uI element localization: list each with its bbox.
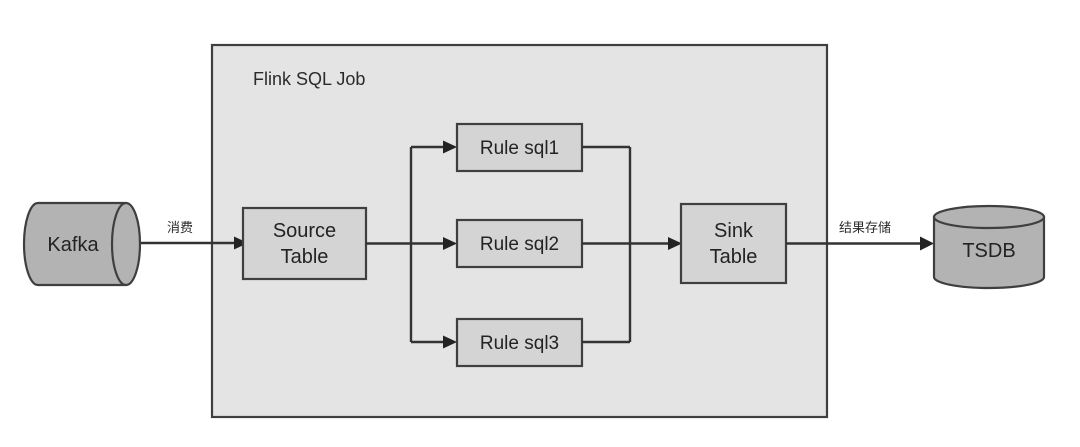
node-sink-table-label-line1: Sink bbox=[714, 220, 754, 242]
node-sink-table-label-line2: Table bbox=[710, 246, 758, 268]
flink-sql-job-label: Flink SQL Job bbox=[253, 69, 365, 89]
node-source-table[interactable]: Source Table bbox=[241, 206, 368, 281]
edge-source-to-rule3-arrowhead bbox=[443, 335, 457, 349]
edge-sink-to-tsdb-arrowhead bbox=[920, 236, 934, 251]
edge-source-to-rule2-arrowhead bbox=[443, 237, 457, 250]
node-rule-sql2-box bbox=[455, 218, 584, 269]
node-tsdb-top-cap bbox=[932, 204, 1046, 230]
node-source-table-box bbox=[241, 206, 368, 281]
node-source-table-label-line2: Table bbox=[281, 246, 329, 268]
edge-kafka-to-source-arrowhead bbox=[234, 236, 248, 250]
node-rule-sql3-label: Rule sql3 bbox=[480, 333, 559, 354]
node-rule-sql2-label: Rule sql2 bbox=[480, 234, 559, 255]
node-rule-sql3[interactable]: Rule sql3 bbox=[455, 317, 584, 368]
edge-source-to-rule1-arrowhead bbox=[443, 140, 457, 154]
node-kafka-cap bbox=[110, 201, 127, 287]
node-sink-table-box bbox=[679, 202, 788, 285]
node-rule-sql1[interactable]: Rule sql1 bbox=[455, 122, 584, 173]
node-tsdb-label: TSDB bbox=[962, 240, 1015, 262]
edge-label-result-storage: 结果存储 bbox=[839, 220, 891, 235]
edge-kafka-to-source: 消费 bbox=[140, 220, 248, 250]
node-rule-sql1-label: Rule sql1 bbox=[480, 138, 559, 159]
node-tsdb[interactable]: TSDB bbox=[932, 204, 1046, 290]
edge-sink-to-tsdb: 结果存储 bbox=[786, 220, 934, 251]
edge-label-consume: 消费 bbox=[167, 220, 193, 235]
edge-source-to-rules bbox=[366, 140, 457, 349]
node-tsdb-body bbox=[932, 215, 1046, 290]
node-kafka[interactable]: Kafka bbox=[22, 201, 142, 287]
node-source-table-label-line1: Source bbox=[273, 220, 336, 242]
node-rule-sql2[interactable]: Rule sql2 bbox=[455, 218, 584, 269]
edge-rules-to-sink bbox=[582, 145, 682, 344]
node-sink-table[interactable]: Sink Table bbox=[679, 202, 788, 285]
node-kafka-label: Kafka bbox=[47, 234, 99, 256]
edge-merge-to-sink-arrowhead bbox=[668, 237, 682, 250]
